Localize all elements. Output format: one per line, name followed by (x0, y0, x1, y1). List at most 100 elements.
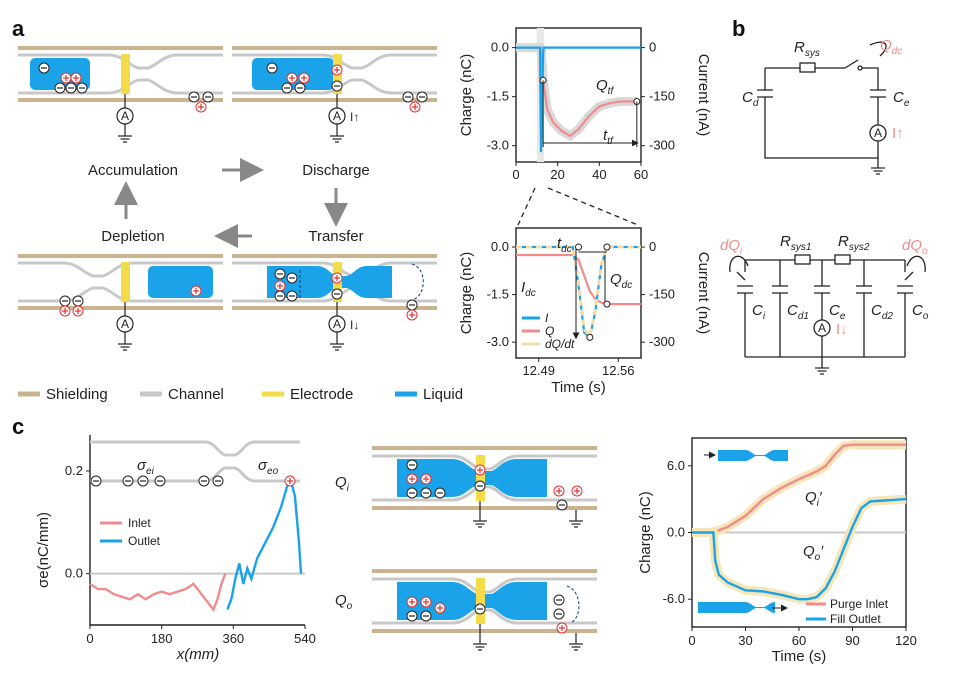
ytick-left-label: -3.0 (487, 334, 509, 349)
ammeter-label: A (121, 317, 129, 331)
xtick-label: 180 (151, 631, 173, 646)
svg-text:A: A (874, 126, 882, 140)
xtick-label: 40 (592, 167, 606, 182)
ytick-left-label: -1.5 (487, 89, 509, 104)
charge-minus-icon (137, 475, 149, 487)
tdc-label: tdc (557, 235, 572, 255)
charge-minus-icon (198, 475, 210, 487)
circuit-b-top-labels: Rsys Cd Ce Qdc A I↑ (742, 37, 910, 142)
qi-annotation: Qi′ (805, 489, 823, 509)
ytick-label: 0.2 (65, 463, 83, 478)
ylabel-right: Current (nA) (695, 54, 712, 137)
legend-label: Electrode (290, 386, 353, 403)
svg-text:Ce: Ce (893, 89, 910, 109)
plot-frame (515, 227, 642, 359)
charge-minus-icon (122, 475, 134, 487)
svg-text:dQi: dQi (720, 237, 743, 257)
ytick-right-label: -300 (649, 138, 675, 153)
svg-text:dQo: dQo (902, 237, 928, 257)
svg-text:Co: Co (912, 302, 929, 322)
component-legend: Shielding Channel Electrode Liquid (18, 386, 463, 403)
xtick-label: 12.56 (602, 363, 635, 378)
ytick-left-label: 0.0 (491, 239, 509, 254)
electrode (121, 54, 130, 94)
legend-label: Outlet (128, 534, 161, 548)
svg-text:Ce: Ce (829, 302, 846, 322)
legend-label: Q (545, 324, 554, 338)
ammeter-label: A (333, 109, 341, 123)
sigma-eo-label: σeo (258, 457, 279, 477)
series-line-Inlet (89, 573, 227, 612)
series-line-Purge Inlet (692, 443, 906, 534)
ytick-label: 6.0 (667, 458, 685, 473)
xtick-label: 12.49 (522, 363, 555, 378)
cycle-arrows (114, 158, 348, 248)
cycle-transfer: Transfer (308, 228, 363, 245)
qtf-label: Qtf (596, 77, 614, 97)
series-halo (516, 43, 637, 141)
ytick-left-label: -3.0 (487, 138, 509, 153)
legend-label: Purge Inlet (830, 597, 889, 611)
legend-label: Fill Outlet (830, 612, 881, 626)
charge-minus-icon (90, 475, 102, 487)
svg-text:Rsys1: Rsys1 (780, 233, 811, 253)
xlabel: Time (s) (551, 379, 605, 396)
charge-minus-icon (154, 475, 166, 487)
legend-label: Liquid (423, 386, 463, 403)
ylabel-right: Current (nA) (695, 252, 712, 335)
circuit-b-bottom-labels: dQi dQo Rsys1 Rsys2 Ci Cd1 Ce Cd2 Co A I… (720, 233, 929, 338)
panel-label-a: a (12, 16, 25, 41)
svg-text:I↑: I↑ (892, 125, 904, 142)
ylabel: Charge (nC) (637, 491, 654, 574)
current-up-label: I↑ (350, 110, 359, 124)
svg-text:Qdc: Qdc (880, 37, 902, 57)
device-accumulation: A (18, 46, 223, 143)
series-line-dQ/dt (516, 245, 641, 339)
inset-liquid (700, 448, 788, 463)
legend-label: Channel (168, 386, 224, 403)
svg-text:Rsys2: Rsys2 (838, 233, 870, 253)
series-line-Fill Outlet (692, 497, 907, 601)
qo-annotation: Qo′ (803, 543, 824, 563)
cycle-discharge: Discharge (302, 162, 370, 179)
xtick-label: 0 (512, 167, 519, 182)
ylabel: σe(nC/mm) (35, 512, 52, 588)
xlabel: Time (s) (772, 648, 826, 665)
svg-text:Rsys: Rsys (794, 39, 820, 59)
svg-text:I↓: I↓ (836, 321, 848, 338)
series-halo (692, 494, 907, 604)
ytick-left-label: -1.5 (487, 287, 509, 302)
zoom-connector (517, 187, 639, 226)
ytick-label: -6.0 (663, 591, 685, 606)
label-qi: Qi (335, 474, 350, 494)
sigma-ei-label: σei (137, 457, 155, 477)
legend-label: Shielding (46, 386, 108, 403)
svg-text:A: A (818, 321, 826, 335)
qdc-label: Qdc (610, 271, 632, 291)
xtick-label: 0 (688, 633, 695, 648)
marker-point (575, 243, 582, 251)
cycle-depletion: Depletion (101, 228, 164, 245)
device-discharge: A I↑ (232, 46, 437, 143)
circuit-b-top (757, 41, 887, 168)
circuit-b-bottom (729, 254, 926, 368)
device-depletion: A (18, 254, 223, 351)
marker-point (603, 300, 611, 308)
plot-frame (515, 27, 642, 163)
xtick-label: 90 (845, 633, 859, 648)
liquid-plug (267, 266, 392, 298)
ytick-right-label: 0 (649, 40, 656, 55)
ylabel-left: Charge (nC) (458, 54, 475, 137)
idc-label: Idc (521, 279, 536, 299)
xtick-label: 360 (222, 631, 244, 646)
ytick-label: 0.0 (667, 525, 685, 540)
ytick-label: 0.0 (65, 566, 83, 581)
ytick-right-label: -150 (649, 287, 675, 302)
svg-text:Cd1: Cd1 (787, 302, 809, 322)
ytick-right-label: -150 (649, 89, 675, 104)
